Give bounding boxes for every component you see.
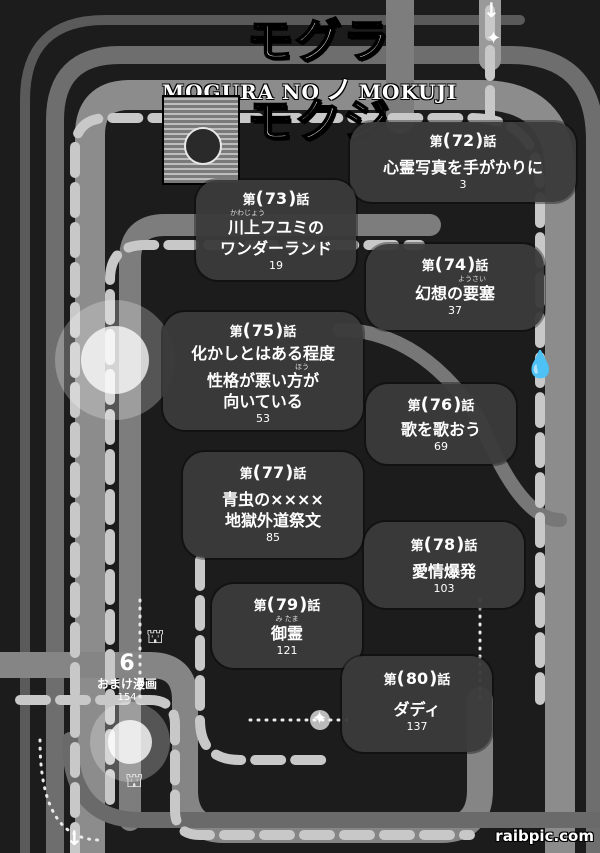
episode-page: 137 (406, 720, 428, 733)
cover-illustration (162, 95, 240, 185)
episode-number: 第(77)話 (239, 462, 307, 483)
episode-number: 第(79)話 (253, 594, 321, 615)
episode-title-line1: 化かしとはある程度 (190, 344, 335, 363)
jellyfish-icon: ⛫ (146, 624, 165, 648)
episode-number: 第(80)話 (383, 668, 451, 689)
episode-number: 第(78)話 (410, 534, 478, 555)
episode-ruby: ようさい (458, 275, 486, 283)
title-romaji-right: MOKUJI (358, 80, 458, 104)
sparkle-icon: ✦ (486, 28, 502, 49)
episode-number: 第(75)話 (229, 320, 297, 341)
episode-title-line3: 向いている (223, 392, 303, 411)
episode-card-76[interactable]: 第(76)話 歌を歌おう 69 (366, 384, 516, 464)
episode-page: 69 (434, 440, 448, 453)
episode-title: 幻想の要塞 (414, 284, 495, 303)
bonus-manga-entry[interactable]: 6 おまけ漫画 154 (78, 652, 176, 704)
episode-number: 第(74)話 (421, 254, 489, 275)
episode-page: 121 (276, 644, 298, 657)
episode-card-74[interactable]: 第(74)話 ようさい 幻想の要塞 37 (366, 244, 544, 330)
watermark: raibpic.com (495, 827, 594, 845)
episode-number: 第(76)話 (407, 394, 475, 415)
episode-page: 19 (269, 259, 283, 272)
episode-title: ダディ (393, 700, 441, 719)
episode-card-80[interactable]: 第(80)話 ダディ 137 (342, 656, 492, 752)
episode-title: 歌を歌おう (400, 420, 481, 439)
episode-page: 103 (433, 582, 455, 595)
episode-page: 85 (266, 531, 280, 544)
episode-page: 53 (256, 412, 270, 425)
episode-number: 第(73)話 (242, 188, 310, 209)
episode-title-line1: 川上フユミの (227, 218, 324, 237)
arrow-down-icon: ↓ (66, 826, 83, 850)
bonus-flame-icon: 6 (119, 651, 135, 676)
title-kana-no: ノ (325, 76, 353, 106)
episode-title-line2: ワンダーランド (219, 239, 332, 258)
episode-number: 第(72)話 (429, 130, 497, 151)
episode-title: 愛情爆発 (411, 562, 476, 581)
bonus-page: 154 (117, 692, 137, 703)
jellyfish-icon: ⛫ (125, 768, 144, 792)
episode-card-73[interactable]: 第(73)話 かわじょう 川上フユミの ワンダーランド 19 (196, 180, 356, 280)
character-face-image (184, 127, 222, 165)
episode-title: 御霊 (270, 624, 303, 643)
episode-ruby: かわじょう (230, 209, 265, 217)
droplet-icon: 💧 (524, 350, 557, 380)
episode-ruby: ほう (295, 363, 309, 371)
episode-title-line2: 性格が悪い方が (206, 371, 319, 390)
arrow-down-icon: ↓ (483, 0, 500, 22)
episode-card-72[interactable]: 第(72)話 心霊写真を手がかりに 3 (350, 122, 576, 202)
jellyfish-icon: ⛫ (118, 330, 137, 354)
episode-title: 心霊写真を手がかりに (382, 158, 543, 177)
episode-card-75[interactable]: 第(75)話 化かしとはある程度 ほう 性格が悪い方が 向いている 53 (163, 312, 363, 430)
title-line-mogura: モグラ (246, 14, 391, 68)
sparkle-icon: ✦ (312, 708, 328, 729)
episode-title-line1: 青虫の×××× (222, 490, 324, 509)
episode-card-78[interactable]: 第(78)話 愛情爆発 103 (364, 522, 524, 608)
episode-card-77[interactable]: 第(77)話 青虫の×××× 地獄外道祭文 85 (183, 452, 363, 558)
episode-page: 3 (459, 178, 467, 191)
episode-title-line2: 地獄外道祭文 (224, 511, 321, 530)
episode-ruby: み たま (275, 615, 299, 623)
bonus-label: おまけ漫画 (96, 677, 157, 691)
episode-card-79[interactable]: 第(79)話 み たま 御霊 121 (212, 584, 362, 668)
episode-page: 37 (448, 304, 462, 317)
